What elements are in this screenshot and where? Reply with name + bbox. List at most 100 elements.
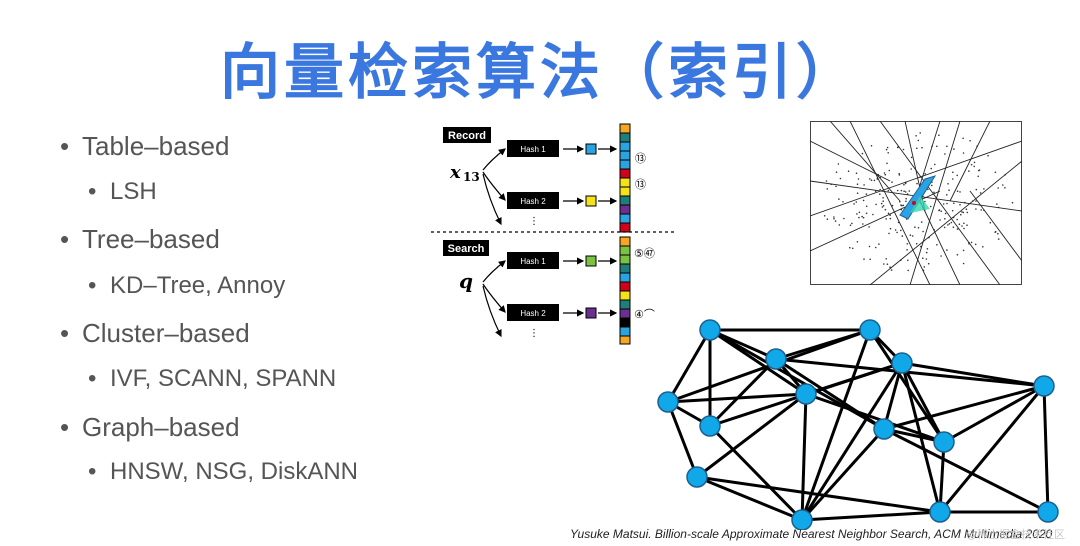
partition-point — [944, 153, 946, 155]
partition-point — [965, 208, 968, 210]
graph-edge — [804, 392, 946, 444]
partition-point — [875, 203, 877, 206]
partition-point — [983, 188, 985, 190]
partition-point — [917, 139, 920, 142]
bullet-hnsw: •HNSW, NSG, DiskANN — [88, 458, 359, 485]
partition-point — [961, 225, 963, 227]
partition-point — [962, 262, 965, 265]
partition-point — [946, 145, 948, 148]
partition-point — [915, 242, 918, 245]
partition-point — [921, 146, 923, 149]
partition-point — [987, 154, 989, 157]
partition-point — [953, 148, 955, 150]
partition-point — [826, 188, 829, 190]
bullet-text: Cluster–based — [82, 318, 250, 348]
partition-point — [968, 170, 970, 172]
graph-edge — [900, 361, 946, 444]
partition-point — [940, 210, 942, 213]
search-label: Search — [448, 243, 485, 255]
partition-point — [956, 190, 959, 192]
graph-node — [1033, 375, 1055, 397]
partition-point — [900, 229, 902, 232]
partition-point — [901, 204, 903, 207]
bullet-text: IVF, SCANN, SPANN — [110, 365, 337, 392]
graph-edge — [666, 392, 808, 404]
partition-point — [873, 179, 876, 182]
partition-point — [938, 134, 940, 136]
partition-point — [823, 215, 826, 217]
partition-point — [887, 189, 890, 192]
partition-point — [863, 184, 865, 186]
partition-point — [891, 204, 894, 207]
partition-point — [869, 258, 871, 261]
partition-point — [922, 257, 924, 259]
partition-point — [862, 216, 865, 219]
partition-point — [874, 190, 877, 193]
partition-point — [861, 152, 864, 155]
partition-point — [862, 223, 864, 225]
partition-point — [963, 222, 965, 225]
partition-point — [881, 206, 884, 208]
partition-point — [863, 258, 865, 260]
graph-edge — [708, 357, 778, 428]
partition-point — [933, 191, 935, 194]
partition-point — [882, 205, 885, 207]
partition-point — [910, 156, 913, 159]
hash2-search-box — [507, 304, 559, 321]
graph-edge — [882, 384, 1046, 431]
partition-point — [835, 185, 837, 188]
graph-edge — [695, 392, 808, 479]
partition-point — [946, 249, 948, 251]
partition-point — [936, 145, 938, 148]
partition-point — [1011, 201, 1014, 204]
partition-point — [970, 241, 973, 244]
partition-point — [951, 209, 954, 212]
partition-point — [896, 189, 899, 192]
partition-point — [910, 168, 912, 170]
graph-edge — [695, 475, 804, 522]
partition-point — [944, 218, 946, 220]
partition-point — [856, 192, 859, 194]
graph-node — [873, 418, 895, 440]
partition-point — [975, 188, 978, 191]
hash2-label: Hash 2 — [520, 197, 546, 206]
partition-point — [979, 192, 982, 194]
partition-point — [842, 201, 844, 203]
hash1-record-box — [507, 140, 559, 157]
partition-point — [858, 211, 861, 214]
partition-point — [956, 174, 958, 177]
partition-point — [960, 213, 962, 216]
partition-point — [856, 213, 858, 215]
graph-edge — [882, 427, 1050, 514]
partition-point — [883, 172, 886, 174]
partition-point — [943, 226, 946, 229]
partition-point — [948, 189, 950, 191]
hash2-record-box — [507, 192, 559, 209]
graph-edge — [938, 384, 1046, 514]
graph-edge — [800, 392, 808, 522]
partition-point — [887, 212, 890, 215]
bullet-cluster-based: •Cluster–based — [60, 318, 250, 348]
partition-point — [969, 140, 971, 142]
partition-point — [885, 218, 887, 220]
mark-record-1: ⑬ — [635, 152, 646, 165]
partition-point — [940, 255, 942, 257]
partition-point — [975, 200, 977, 202]
partition-point — [903, 190, 905, 192]
partition-point — [994, 171, 997, 174]
partition-point — [889, 227, 892, 230]
graph-node — [859, 319, 881, 341]
partition-point — [851, 222, 853, 225]
mark-search-1: ⑤㊼ — [634, 247, 655, 260]
partition-point — [879, 193, 881, 195]
partition-point — [989, 221, 992, 224]
partition-point — [885, 148, 888, 151]
partition-point — [959, 204, 961, 206]
graph-edge — [882, 361, 904, 431]
slide-title: 向量检索算法（索引） — [220, 38, 860, 108]
partition-point — [886, 146, 889, 149]
partition-point — [947, 224, 949, 226]
partition-point — [874, 246, 877, 249]
partition-point — [948, 223, 951, 225]
graph-node — [686, 466, 708, 488]
